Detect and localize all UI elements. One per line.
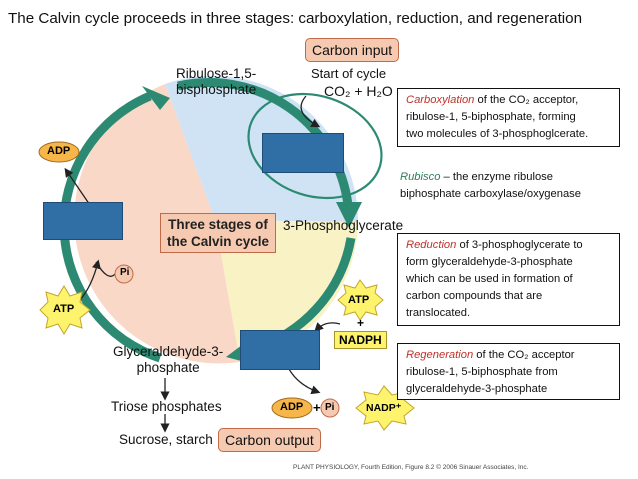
pi-left-label: Pi <box>120 267 130 278</box>
atp-left-burst <box>39 285 91 335</box>
cycle-arrowhead-regeneration <box>142 86 170 110</box>
adp-bottom-label: ADP <box>280 401 304 413</box>
atp-right-label: ATP <box>348 294 370 306</box>
nadph-label: NADPH <box>334 331 387 349</box>
cycle-arrowhead-carboxylation <box>336 202 362 228</box>
atp-in-arrow <box>79 259 101 301</box>
plus-label: + <box>357 316 365 330</box>
sucrose-label: Sucrose, starch <box>119 432 213 447</box>
adp-out-arrow <box>64 167 93 209</box>
start-of-cycle-label: Start of cycle <box>311 66 387 81</box>
atp-nadph-in-arrow <box>314 322 341 332</box>
carbon-output-label: Carbon output <box>218 428 321 452</box>
carboxylation-blank-box <box>262 133 344 173</box>
figure-credit: PLANT PHYSIOLOGY, Fourth Edition, Figure… <box>293 464 529 471</box>
reduction-note: Reduction of 3-phosphoglycerate to form … <box>397 233 620 326</box>
adp-left-label: ADP <box>47 145 71 157</box>
atp-right-burst <box>337 279 384 321</box>
reduction-sector <box>215 220 358 362</box>
co2-h2o-label: CO₂ + H₂O <box>324 83 393 99</box>
cycle-arrow-carboxylation <box>177 78 353 206</box>
plus-bottom-label: + <box>313 400 321 415</box>
center-stages-box: Three stages of the Calvin cycle <box>160 213 277 253</box>
atp-left-label: ATP <box>53 303 75 315</box>
pi-bottom-circle <box>320 398 340 418</box>
rubisco-note: Rubisco – the enzyme ribulose biphosphat… <box>400 171 581 200</box>
regeneration-blank-box <box>43 202 123 240</box>
adp-left-ellipse <box>38 141 80 163</box>
carbon-input-label: Carbon input <box>305 38 400 62</box>
co2-entry-arrow <box>300 95 321 128</box>
co2-entry-ellipse <box>247 92 383 200</box>
glyceraldehyde-label: Glyceraldehyde-3- phosphate <box>113 344 224 375</box>
regeneration-sector <box>74 84 241 364</box>
reduction-blank-box <box>240 330 320 370</box>
carboxylation-note: Carboxylation of the CO₂ acceptor, ribul… <box>397 88 620 147</box>
page-title: The Calvin cycle proceeds in three stage… <box>8 10 583 27</box>
regeneration-note: Regeneration of the CO₂ acceptor ribulos… <box>397 343 620 400</box>
triose-label: Triose phosphates <box>111 399 222 414</box>
nadp-label: NADP⁺ <box>366 402 402 414</box>
pi-bottom-label: Pi <box>325 402 335 413</box>
carboxylation-sector <box>165 75 359 223</box>
adp-bottom-ellipse <box>271 397 313 419</box>
ribulose-label: Ribulose-1,5- bisphosphate <box>176 66 257 97</box>
3-phosphoglycerate-label: 3-Phosphoglycerate <box>283 218 404 233</box>
pi-left-circle <box>114 264 134 284</box>
